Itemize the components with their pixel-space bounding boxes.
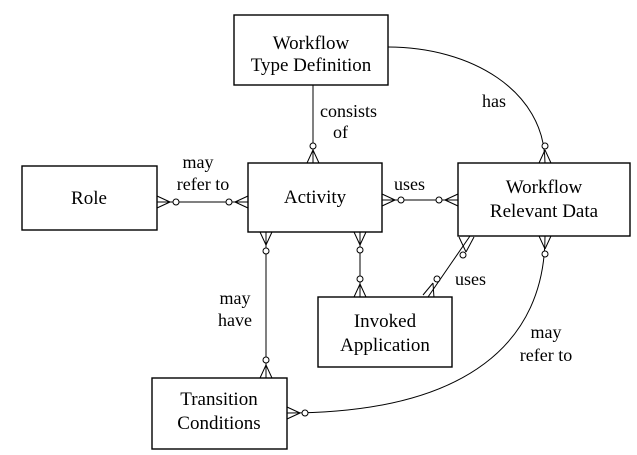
- entity-label: Transition: [180, 389, 258, 410]
- entity-label: Workflow: [506, 177, 583, 198]
- relationship-label-uses: uses: [394, 174, 425, 194]
- entity-label: Activity: [284, 187, 347, 208]
- relationship-label-has: has: [482, 91, 506, 111]
- relationship-label-may: may: [220, 288, 251, 308]
- entity-label: Relevant Data: [490, 201, 599, 222]
- relationship-label-have: have: [218, 310, 252, 330]
- entity-label: Workflow: [273, 33, 350, 54]
- relationship-label-refer-to: refer to: [177, 174, 229, 194]
- relationship-label-may: may: [531, 322, 562, 342]
- entity-workflow-relevant-data: Workflow Relevant Data: [457, 162, 631, 237]
- edge-may-refer-to-role: [156, 195, 249, 209]
- edge-uses-application: [422, 235, 475, 299]
- entity-label: Conditions: [177, 413, 260, 434]
- edge-activity-application: [353, 231, 367, 298]
- entity-role: Role: [21, 165, 158, 231]
- edge-consists-of: [306, 85, 320, 164]
- edge-uses-data: [381, 193, 459, 207]
- entity-transition-conditions: Transition Conditions: [151, 377, 288, 450]
- entity-invoked-application: Invoked Application: [317, 296, 453, 368]
- entity-workflow-type-definition: Workflow Type Definition: [233, 14, 389, 86]
- entity-label: Invoked: [354, 311, 417, 332]
- edge-has: [387, 46, 552, 164]
- entity-label: Application: [340, 335, 430, 356]
- entity-activity: Activity: [247, 162, 383, 233]
- entity-label: Type Definition: [251, 55, 372, 76]
- entity-label: Role: [71, 188, 107, 209]
- edge-may-have: [259, 231, 273, 379]
- relationship-label-of: of: [333, 122, 348, 142]
- relationship-label-uses: uses: [455, 269, 486, 289]
- relationship-label-may: may: [183, 152, 214, 172]
- relationship-label-refer-to: refer to: [520, 345, 572, 365]
- relationship-label-consists: consists: [320, 101, 377, 121]
- edge-may-refer-to-data: [286, 235, 552, 420]
